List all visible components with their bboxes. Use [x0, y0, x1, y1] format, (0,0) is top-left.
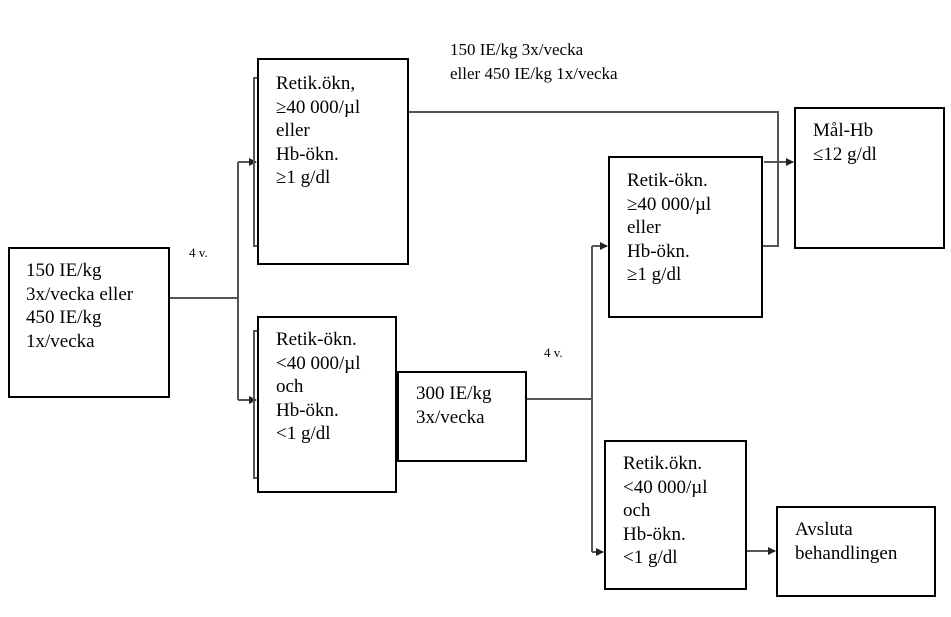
stop-treatment-box: Avsluta behandlingen [776, 506, 936, 597]
stop-treatment-line: Avsluta [795, 519, 853, 540]
poor-response-2-line: Hb-ökn. [623, 523, 686, 545]
good-response-1-line: Hb-ökn. [276, 143, 339, 165]
good-response-1-line: eller [276, 120, 310, 141]
poor-response-1-line: och [276, 376, 304, 397]
start-dose-line: 450 IE/kg [26, 307, 102, 328]
continue-dose-line: eller 450 IE/kg 1x/vecka [450, 64, 618, 83]
poor-response-2-line: Retik.ökn. [623, 453, 703, 474]
target-hb-box: Mål-Hb ≤12 g/dl [794, 107, 945, 249]
start-dose-line: 3x/vecka eller [26, 283, 134, 305]
increased-dose-line: 300 IE/kg [416, 383, 492, 404]
good-response-box-1: Retik.ökn, ≥40 000/µl eller Hb-ökn. ≥1 g… [257, 58, 409, 265]
connector-good2-target [763, 162, 779, 247]
weeks-label-2: 4 v. [544, 345, 563, 360]
connector-good1-target [409, 111, 779, 162]
target-hb-line: Mål-Hb [813, 120, 874, 141]
target-hb-line: ≤12 g/dl [813, 143, 877, 165]
poor-response-1-line: Hb-ökn. [276, 399, 339, 421]
stop-treatment-line: behandlingen [795, 542, 898, 564]
increased-dose-box: 300 IE/kg 3x/vecka [397, 371, 527, 462]
poor-response-1-line: Retik-ökn. [276, 329, 357, 350]
start-dose-line: 150 IE/kg [26, 260, 102, 281]
poor-response-1-line: <1 g/dl [276, 423, 331, 444]
poor-response-box-1: Retik-ökn. <40 000/µl och Hb-ökn. <1 g/d… [257, 316, 397, 493]
poor-response-1-line: <40 000/µl [276, 352, 361, 374]
good-response-2-line: Retik-ökn. [627, 170, 708, 191]
poor-response-2-line: <1 g/dl [623, 547, 678, 568]
continue-dose-note: 150 IE/kg 3x/vecka eller 450 IE/kg 1x/ve… [450, 38, 618, 86]
good-response-2-line: ≥40 000/µl [627, 193, 712, 215]
good-response-2-line: eller [627, 217, 661, 238]
good-response-2-line: Hb-ökn. [627, 240, 690, 262]
good-response-1-line: Retik.ökn, [276, 73, 356, 94]
good-response-box-2: Retik-ökn. ≥40 000/µl eller Hb-ökn. ≥1 g… [608, 156, 763, 318]
good-response-1-line: ≥1 g/dl [276, 167, 331, 188]
start-dose-line: 1x/vecka [26, 330, 95, 352]
poor-response-2-line: <40 000/µl [623, 476, 708, 498]
good-response-2-line: ≥1 g/dl [627, 264, 682, 285]
start-dose-box: 150 IE/kg 3x/vecka eller 450 IE/kg 1x/ve… [8, 247, 170, 398]
good-response-1-line: ≥40 000/µl [276, 96, 361, 118]
poor-response-2-line: och [623, 500, 651, 521]
increased-dose-line: 3x/vecka [416, 406, 485, 428]
poor-response-box-2: Retik.ökn. <40 000/µl och Hb-ökn. <1 g/d… [604, 440, 747, 590]
weeks-label-1: 4 v. [189, 245, 208, 260]
continue-dose-line: 150 IE/kg 3x/vecka [450, 40, 584, 59]
